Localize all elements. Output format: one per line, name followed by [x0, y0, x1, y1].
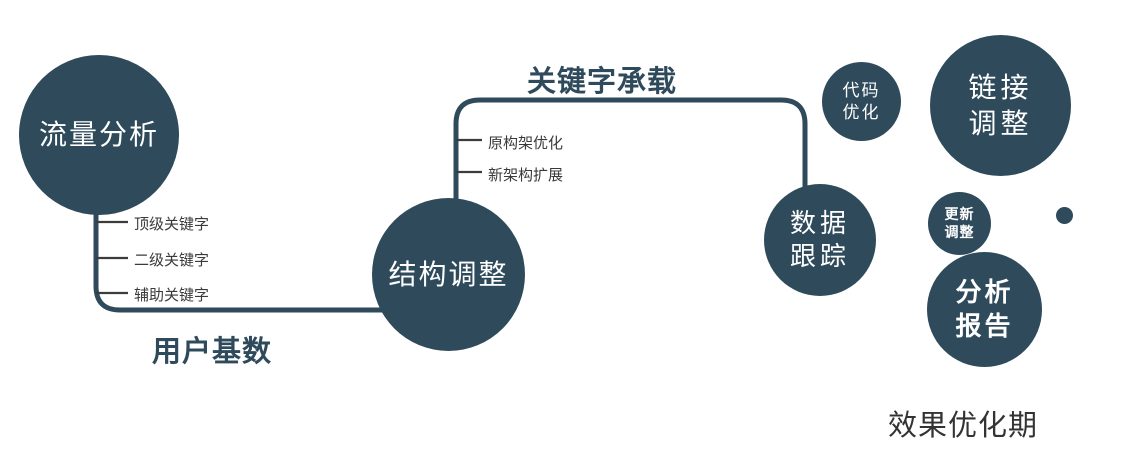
branch-label-new-architecture: 新架构扩展	[488, 167, 564, 184]
branch-label-original-architecture: 原构架优化	[488, 135, 564, 152]
node-traffic-analysis: 流量分析	[19, 55, 179, 215]
edge-structure-to-tracking	[453, 97, 808, 215]
node-code-optimization: 代码 优化	[822, 62, 901, 141]
node-label-line: 优化	[842, 102, 881, 122]
branch-label-top-keywords: 顶级关键字	[134, 216, 210, 233]
node-label: 结构调整	[388, 258, 509, 290]
node-update-adjustment: 更新 调整	[928, 192, 991, 255]
node-label-line: 调整	[944, 223, 975, 240]
node-label-line: 调整	[968, 107, 1033, 139]
node-structure-adjustment: 结构调整	[372, 198, 525, 351]
node-label-line: 跟踪	[789, 241, 850, 271]
edge-label-user-base: 用户基数	[152, 336, 273, 368]
node-label-line: 报告	[955, 310, 1014, 341]
node-label-line: 代码	[842, 80, 881, 100]
node-link-adjustment: 链接 调整	[930, 35, 1071, 176]
footer-label: 效果优化期	[888, 410, 1039, 442]
branch-label-second-keywords: 二级关键字	[134, 252, 210, 269]
node-label-line: 更新	[944, 205, 975, 222]
node-data-tracking: 数据 跟踪	[764, 184, 876, 296]
node-label-line: 分析	[955, 277, 1014, 308]
node-label: 流量分析	[38, 119, 159, 151]
branch-label-aux-keywords: 辅助关键字	[134, 287, 210, 304]
edge-label-keyword-carry: 关键字承载	[527, 66, 678, 98]
node-analysis-report: 分析 报告	[927, 252, 1042, 367]
bullet-dot	[1056, 207, 1073, 224]
node-label-line: 数据	[789, 207, 850, 238]
node-label-line: 链接	[968, 71, 1033, 103]
